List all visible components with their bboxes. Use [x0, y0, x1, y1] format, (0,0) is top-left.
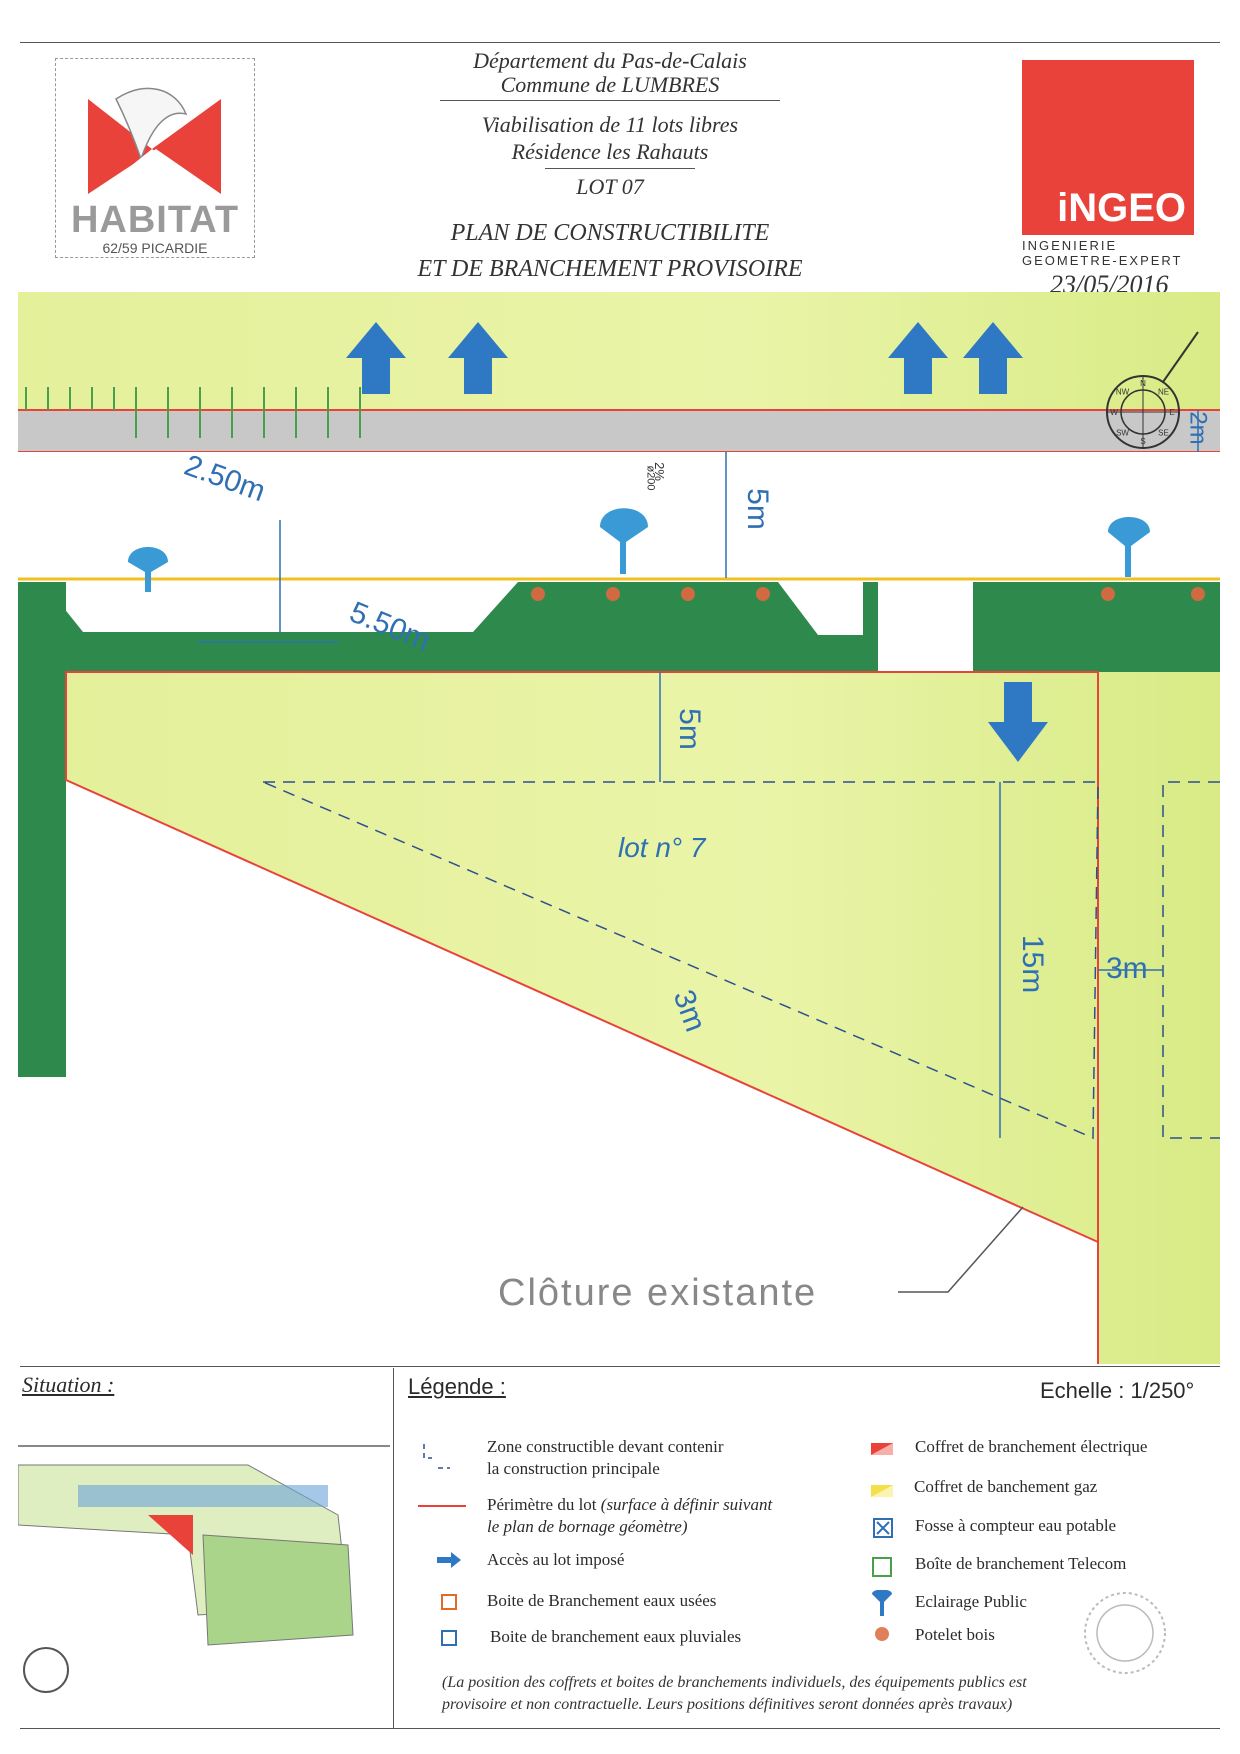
parking-marks — [25, 387, 361, 438]
fence-leader — [898, 1206, 1024, 1293]
header-commune: Commune de LUMBRES — [500, 72, 720, 97]
bottom-panel-divider — [393, 1368, 394, 1728]
right-constructible-zone — [1162, 781, 1220, 1139]
header-lot: LOT 07 — [576, 174, 644, 199]
header-project: Viabilisation de 11 lots libres — [481, 112, 739, 137]
pipe-label: ø200 — [644, 465, 657, 491]
compass-label-w: W — [1110, 408, 1118, 417]
bottom-panel-rule-bottom — [20, 1728, 1220, 1729]
lot-07-polygon — [66, 672, 1220, 1364]
header-department: Département du Pas-de-Calais — [473, 48, 747, 73]
lot-label: lot n° 7 — [618, 832, 706, 863]
compass-label-se: SE — [1158, 429, 1169, 438]
lot-perimeter-icon — [418, 1505, 466, 1507]
header-top-rule — [20, 42, 1220, 43]
wooden-post-icon — [875, 1627, 889, 1641]
legend-telecom: Boîte de branchement Telecom — [915, 1554, 1127, 1573]
dim-5m-lot: 5m — [672, 708, 706, 750]
legend-title: Légende : — [408, 1374, 506, 1399]
legend-note-line1: (La position des coffrets et boites de b… — [442, 1674, 1027, 1691]
approval-stamp — [1084, 1592, 1166, 1674]
electric-box-icon — [871, 1443, 893, 1455]
water-meter-pit-icon — [873, 1518, 893, 1538]
dim-2m: 2m — [1184, 411, 1212, 445]
legend-gas: Coffret de banchement gaz — [914, 1477, 1098, 1496]
legend-wooden-post: Potelet bois — [915, 1625, 995, 1644]
wooden-posts — [531, 587, 1205, 601]
access-arrow-icon — [437, 1552, 461, 1568]
compass-label-e: E — [1169, 408, 1174, 417]
compass-label-nw: NW — [1116, 388, 1130, 397]
habitat-logo: HABITAT 62/59 PICARDIE — [55, 58, 255, 258]
ingeo-logo-line2: GEOMETRE-EXPERT — [1022, 253, 1183, 268]
gas-box-icon — [871, 1485, 893, 1497]
public-lighting-icon — [872, 1590, 892, 1616]
situation-map-graphic — [17, 1445, 390, 1693]
dimension-lines — [198, 410, 1199, 1138]
legend-access: Accès au lot imposé — [487, 1550, 625, 1569]
legend-water-meter: Fosse à compteur eau potable — [915, 1516, 1117, 1535]
bottom-panel-rule — [20, 1366, 1220, 1367]
access-arrow-lot — [988, 682, 1048, 762]
legend-note-line2: provisoire et non contractuelle. Leurs p… — [442, 1696, 1013, 1713]
access-arrows-north — [346, 322, 1023, 394]
habitat-logo-sub: 62/59 PICARDIE — [102, 240, 208, 256]
rainwater-box-icon — [441, 1630, 457, 1646]
telecom-box-icon — [872, 1557, 892, 1577]
north-parcel — [18, 292, 1220, 410]
legend-public-lighting: Eclairage Public — [915, 1592, 1027, 1611]
constructible-zone — [262, 781, 1099, 1140]
compass-label-ne: NE — [1158, 388, 1169, 397]
habitat-logo-graphic — [88, 87, 221, 194]
road-strip — [18, 410, 1220, 452]
legend-wastewater: Boite de Branchement eaux usées — [487, 1591, 717, 1610]
public-lights — [128, 508, 1150, 592]
dim-5m-top: 5m — [740, 488, 774, 530]
ingeo-logo-name: iNGEO — [1057, 186, 1186, 230]
wastewater-box-icon — [441, 1594, 457, 1610]
dim-3m-right: 3m — [1106, 952, 1148, 985]
habitat-logo-name: HABITAT — [70, 199, 240, 241]
compass-label-n: N — [1140, 379, 1146, 388]
header-title-line1: PLAN DE CONSTRUCTIBILITE — [450, 220, 770, 246]
green-space-inner-white-2 — [778, 582, 863, 635]
situation-title: Situation : — [22, 1372, 115, 1397]
north-compass: N NW NE W E SW SE S — [1106, 331, 1199, 449]
compass-label-sw: SW — [1116, 429, 1129, 438]
header-rule-1 — [440, 100, 780, 101]
legend-constructible-zone: Zone constructible devant contenir la co… — [487, 1437, 724, 1478]
green-space-gap — [878, 582, 973, 672]
legend-scale: Echelle : 1/250° — [1040, 1378, 1195, 1403]
header-rule-2 — [545, 168, 695, 169]
green-space-left — [18, 582, 66, 1077]
dim-15m: 15m — [1016, 934, 1050, 994]
compass-label-s: S — [1140, 437, 1145, 446]
ingeo-logo-line1: INGENIERIE — [1022, 238, 1118, 253]
plan-drawing: N NW NE W E SW SE S — [18, 292, 1220, 1364]
legend-rainwater: Boite de branchement eaux pluviales — [490, 1627, 742, 1646]
constructible-zone-icon — [423, 1444, 450, 1469]
legend-lot-perimeter: Périmètre du lot (surface à définir suiv… — [487, 1495, 773, 1536]
header-title-line2: ET DE BRANCHEMENT PROVISOIRE — [417, 256, 803, 282]
situation-map — [17, 1405, 390, 1705]
fence-label: Clôture existante — [498, 1272, 818, 1314]
header-residence: Résidence les Rahauts — [511, 139, 709, 164]
legend-electric: Coffret de branchement électrique — [915, 1437, 1148, 1456]
ingeo-logo: iNGEO — [1022, 60, 1194, 235]
